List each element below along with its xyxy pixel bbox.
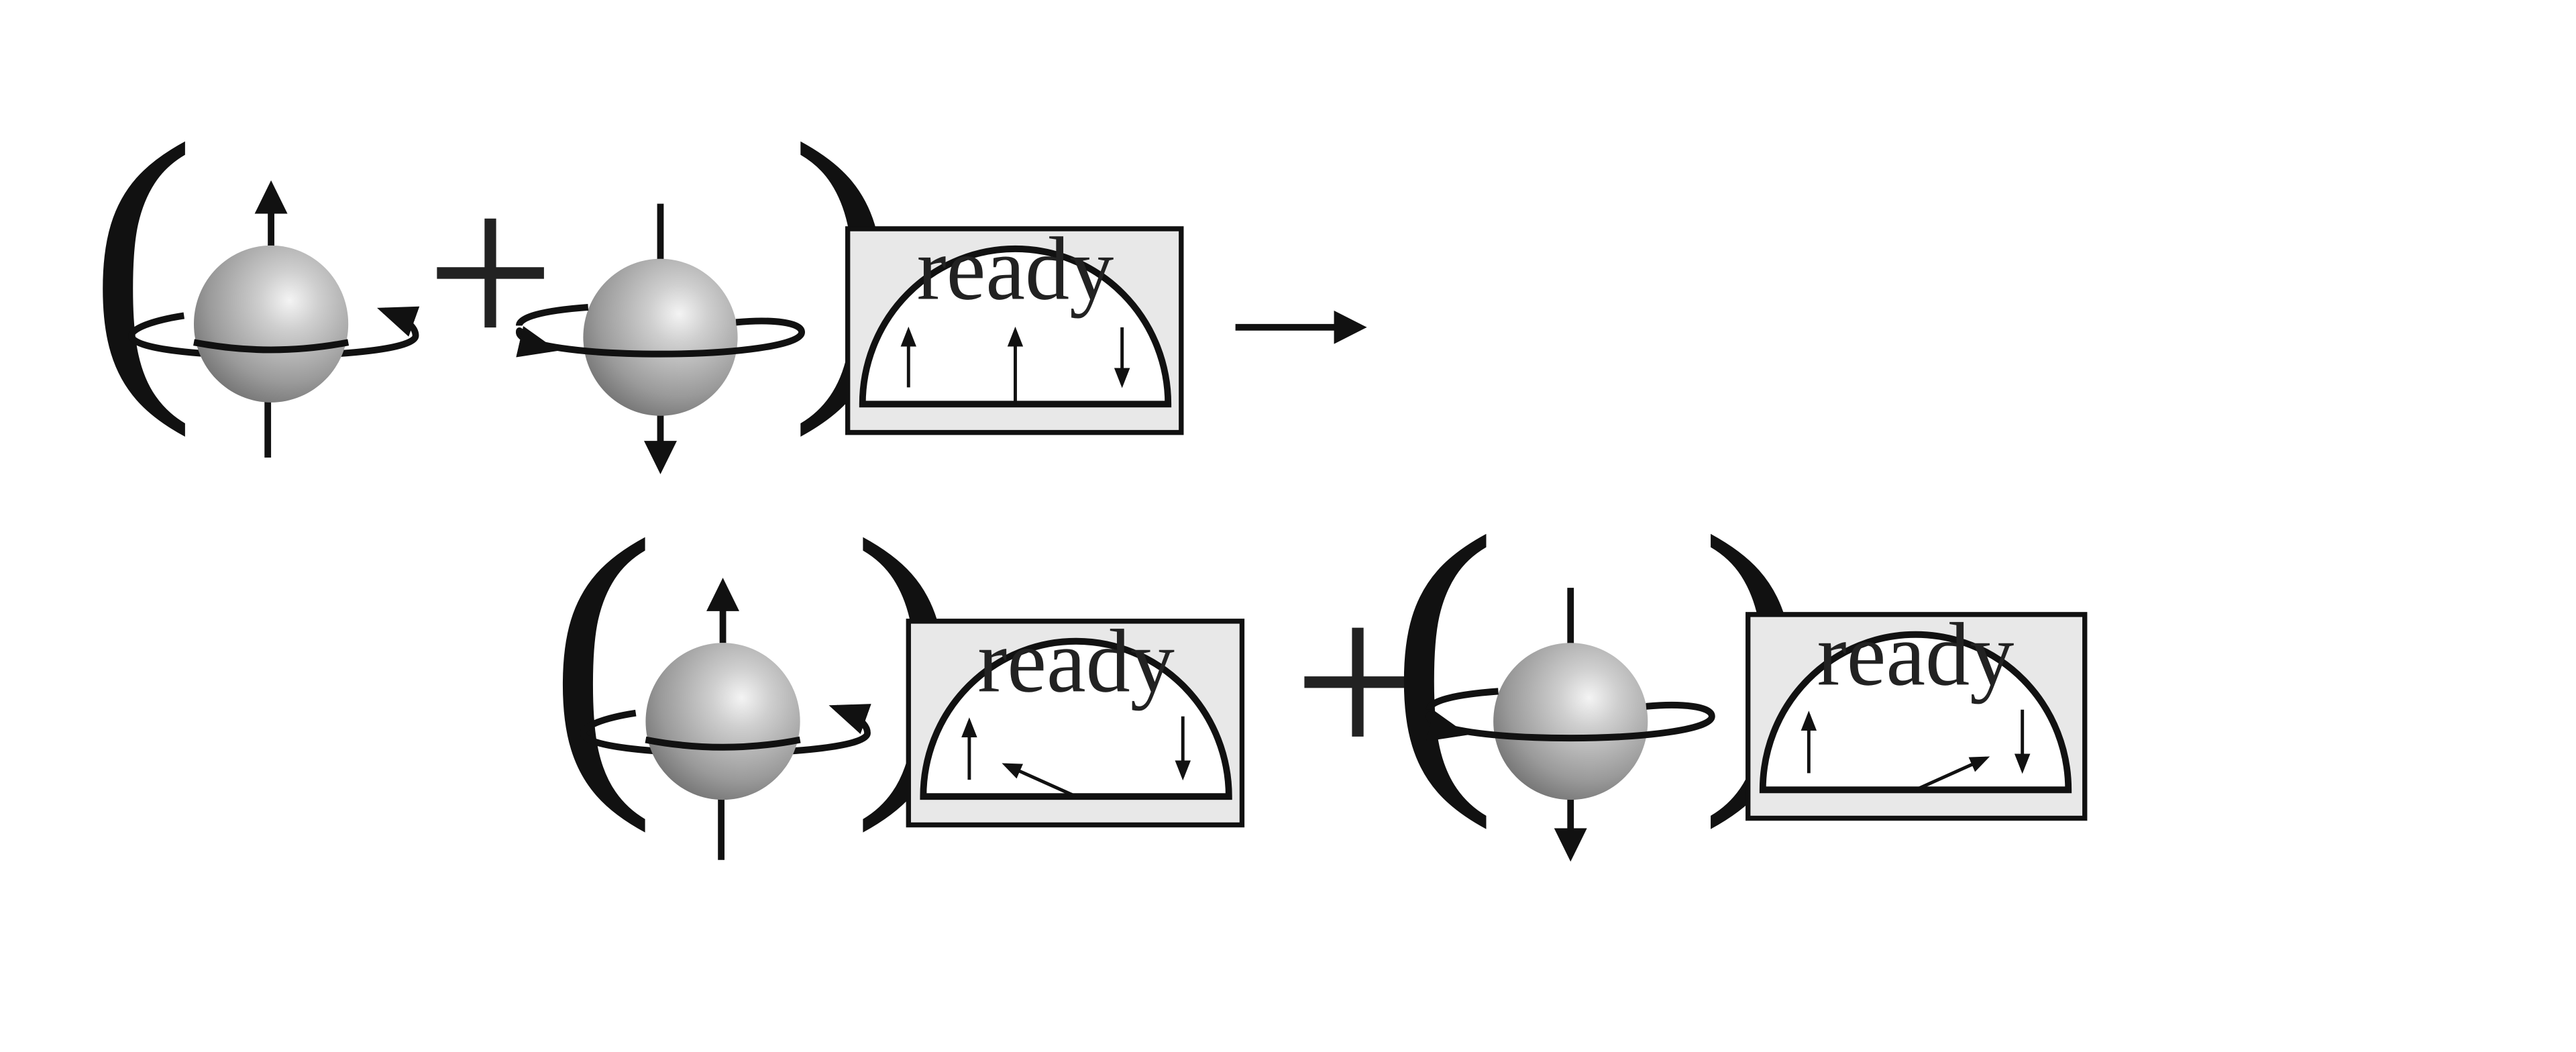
plus-sign: +	[425, 142, 555, 401]
spin-down-sphere-icon	[1426, 588, 1715, 862]
plus-sign: +	[1293, 551, 1422, 810]
spin-up-sphere-icon	[128, 180, 420, 458]
outcome-spin-up: ( )	[549, 474, 959, 860]
meter-label: ready	[1817, 604, 2015, 704]
meter-pointer	[1002, 763, 1077, 798]
measuring-meter-icon: ready	[906, 611, 1245, 828]
open-paren: (	[89, 78, 195, 439]
measuring-meter-icon: ready	[1746, 604, 2088, 821]
spin-down-sphere-icon	[515, 203, 806, 474]
outcome-spin-down: ( )	[1390, 470, 1807, 862]
measuring-meter-icon: ready	[845, 219, 1184, 435]
spin-up-sphere-icon	[580, 578, 871, 860]
meter-label: ready	[917, 219, 1114, 319]
superposition-before: ( + )	[89, 78, 897, 474]
meter-label: ready	[977, 611, 1175, 711]
open-paren: (	[1390, 470, 1497, 831]
open-paren: (	[549, 474, 655, 835]
meter-pointer	[1915, 756, 1990, 792]
